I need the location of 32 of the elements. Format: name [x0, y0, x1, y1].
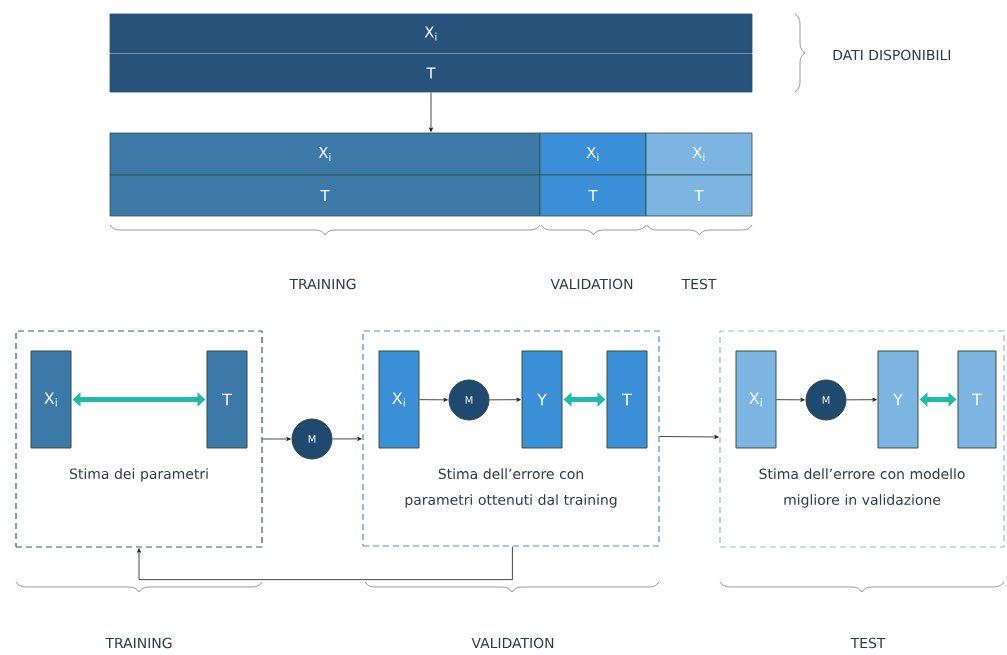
table-cell: T — [109, 53, 753, 93]
table-cell: X$_{i}$ — [109, 132, 541, 176]
table-cell: T — [539, 174, 647, 217]
arrow — [489, 397, 521, 402]
arrow — [332, 436, 362, 441]
data-block: T — [606, 350, 648, 449]
table-cell: T — [109, 174, 541, 217]
section-label: TRAINING — [105, 637, 172, 649]
section-label: TEST — [850, 637, 886, 649]
section-label: TEST — [681, 278, 717, 290]
data-block: X$_{i}$ — [378, 350, 420, 449]
arrow — [846, 397, 877, 402]
section-label: DATI DISPONIBILI — [833, 49, 951, 61]
table-cell: T — [645, 174, 753, 217]
section-label: VALIDATION — [550, 278, 633, 290]
section-label: TRAINING — [289, 278, 356, 290]
table-cell: X$_{i}$ — [645, 132, 753, 176]
section-label: VALIDATION — [471, 637, 554, 649]
arrow — [137, 546, 513, 580]
data-block: T — [206, 350, 248, 449]
data-block: Y — [521, 350, 563, 449]
arrow — [659, 435, 719, 439]
table-cell: X$_{i}$ — [109, 13, 753, 54]
data-block: X$_{i}$ — [735, 350, 777, 449]
table-cell: X$_{i}$ — [539, 132, 647, 176]
data-block: Y — [877, 350, 919, 449]
arrow — [776, 397, 805, 402]
data-block: X$_{i}$ — [30, 350, 72, 449]
arrow — [429, 92, 433, 132]
arrow — [419, 397, 448, 402]
data-block: T — [957, 350, 997, 449]
arrow — [262, 437, 291, 441]
